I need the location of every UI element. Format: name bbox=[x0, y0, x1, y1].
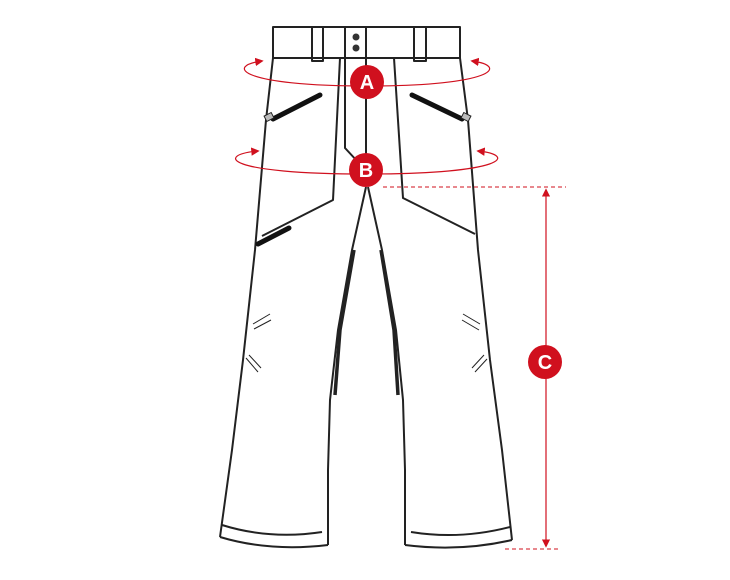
inseam-zips bbox=[333, 249, 400, 396]
thigh-pocket-zipper bbox=[255, 225, 292, 247]
marker-c bbox=[528, 345, 562, 379]
marker-a bbox=[350, 65, 384, 99]
measurement-a-waist: A bbox=[243, 57, 491, 99]
button-icon bbox=[352, 33, 360, 41]
marker-b-label: B bbox=[359, 160, 373, 182]
marker-b bbox=[349, 153, 383, 187]
belt-loop-left bbox=[311, 26, 324, 62]
right-hem-line bbox=[410, 526, 511, 537]
button-icon bbox=[352, 44, 360, 52]
right-leg-inner-seam bbox=[367, 186, 406, 545]
left-pocket-zipper bbox=[270, 92, 323, 122]
right-hem bbox=[404, 539, 513, 549]
pants-outline bbox=[219, 26, 513, 549]
left-front-panel bbox=[261, 57, 341, 237]
left-leg-outer-seam bbox=[219, 57, 274, 538]
belt-loop-right bbox=[413, 26, 427, 62]
right-leg-outer-seam bbox=[459, 57, 513, 541]
measurement-b-hip: B bbox=[234, 147, 499, 187]
right-front-panel bbox=[393, 57, 476, 235]
left-hem bbox=[219, 536, 329, 549]
marker-c-label: C bbox=[538, 352, 552, 374]
measurement-c-inseam: C bbox=[383, 186, 566, 550]
knee-darts bbox=[245, 313, 488, 373]
left-leg-inner-seam bbox=[327, 186, 367, 545]
right-pocket-zipper bbox=[409, 92, 465, 122]
left-hem-line bbox=[221, 524, 323, 536]
pocket-zippers bbox=[255, 92, 472, 247]
marker-a-label: A bbox=[360, 72, 374, 94]
